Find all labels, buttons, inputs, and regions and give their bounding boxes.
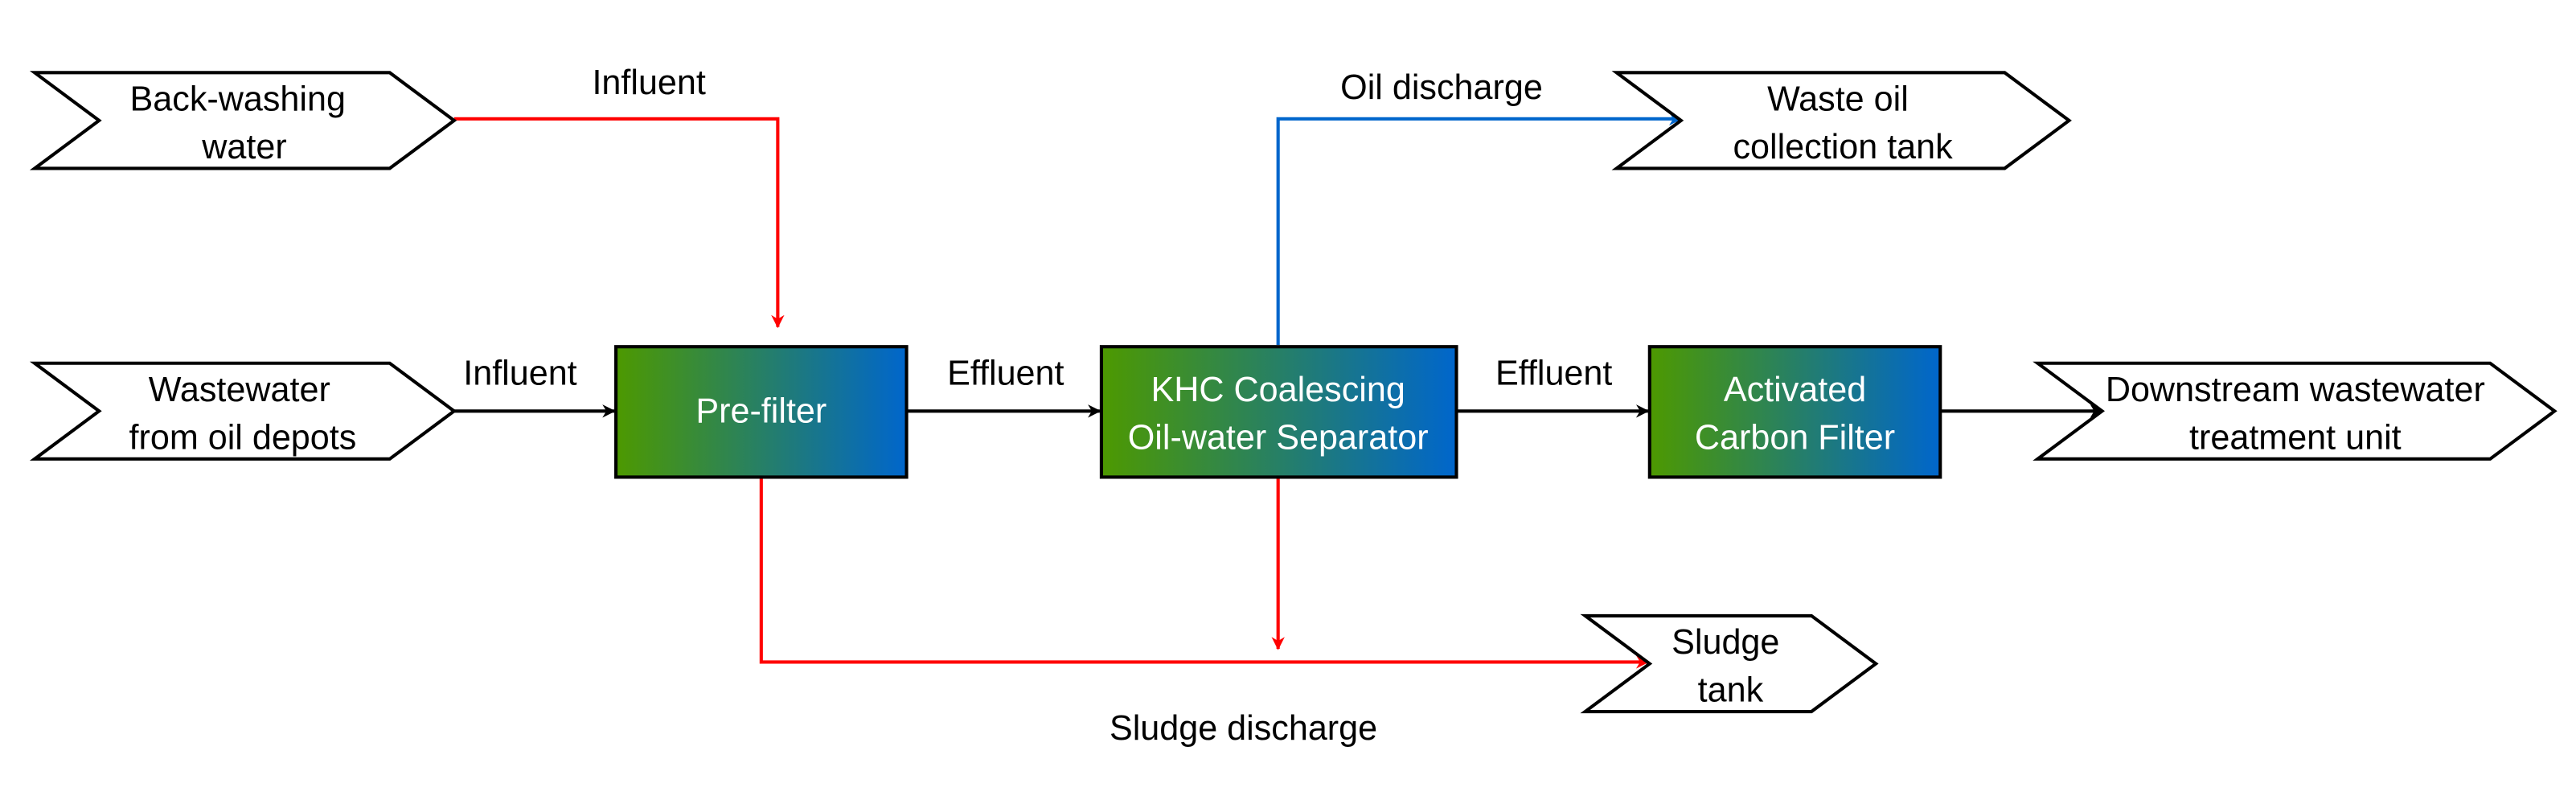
process-label: KHC Coalescing [1151,371,1405,409]
process-label: Oil-water Separator [1128,419,1429,457]
process-separator: KHC Coalescing Oil-water Separator [1099,345,1458,479]
edge-label-effluent-1: Effluent [947,354,1064,392]
terminal-label: Downstream wastewater [2106,371,2485,409]
terminal-label: Sludge [1672,623,1779,662]
process-carbon-filter: Activated Carbon Filter [1647,345,1942,479]
terminal-downstream: Downstream wastewater treatment unit [2032,361,2558,461]
terminal-wastewater: Wastewater from oil depots [29,361,457,461]
process-prefilter: Pre-filter [614,345,909,479]
process-label: Activated [1724,371,1866,409]
terminal-label: tank [1698,671,1764,710]
edge-label-influent-main: Influent [463,354,576,392]
terminal-label: collection tank [1733,128,1953,166]
terminal-backwash: Back-washing water [29,71,457,170]
terminal-label: from oil depots [129,419,357,457]
edge-label-influent-top: Influent [592,64,705,102]
oil-discharge-edge [1276,112,1683,346]
terminal-label: water [201,128,286,166]
process-label: Pre-filter [695,392,827,431]
terminal-label: Wastewater [149,371,330,409]
terminal-sludge-tank: Sludge tank [1580,613,1879,714]
terminal-label: Back-washing [130,80,346,119]
terminal-waste-oil: Waste oil collection tank [1611,71,2072,170]
process-label: Carbon Filter [1695,419,1895,457]
terminal-label: treatment unit [2189,419,2402,457]
edge-label-oil-discharge: Oil discharge [1340,68,1543,107]
prefilter-sludge-edge [759,477,1650,669]
edge-label-sludge-discharge: Sludge discharge [1110,709,1377,748]
terminal-label: Waste oil [1767,80,1909,119]
backwash-influent-edge [453,117,785,329]
edge-label-effluent-2: Effluent [1495,354,1612,392]
